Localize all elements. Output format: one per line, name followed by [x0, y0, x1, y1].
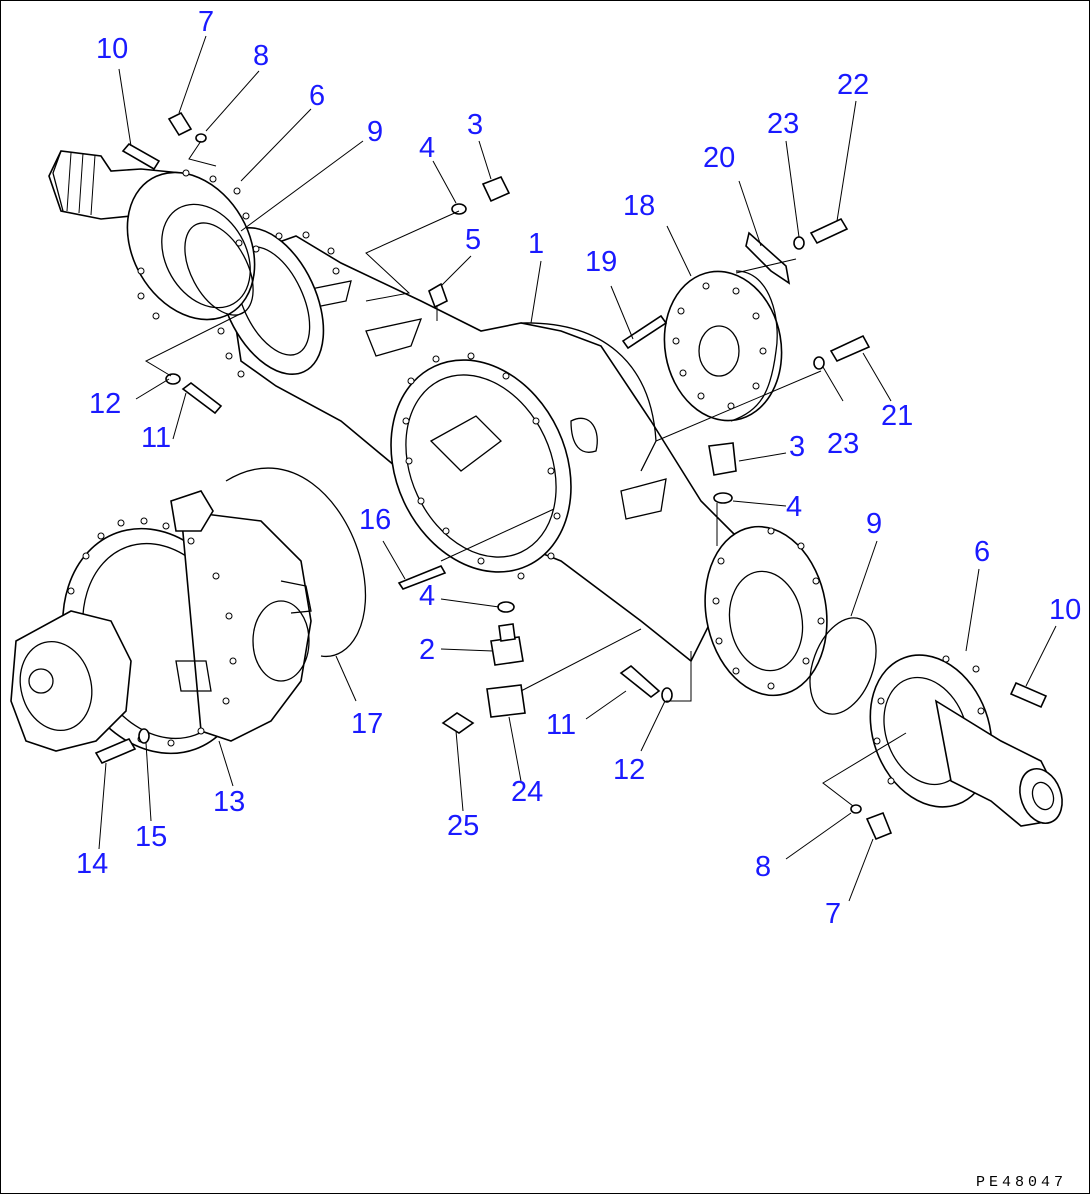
right-o-ring — [809, 617, 877, 715]
callout-5: 5 — [465, 224, 481, 256]
callout-10: 10 — [96, 33, 128, 65]
callout-10b: 10 — [1049, 594, 1081, 626]
flange-cover — [663, 270, 783, 422]
callout-12b: 12 — [613, 754, 645, 786]
small-parts — [94, 111, 1048, 841]
callout-2: 2 — [419, 634, 435, 666]
callout-23b: 23 — [827, 428, 859, 460]
callout-7b: 7 — [825, 898, 841, 930]
callout-1: 1 — [528, 228, 544, 260]
callout-8b: 8 — [755, 851, 771, 883]
right-spindle-hub — [869, 654, 1063, 827]
callout-12: 12 — [89, 388, 121, 420]
callout-17: 15 — [135, 821, 167, 853]
callout-11: 11 — [141, 422, 171, 454]
callout-7: 7 — [198, 6, 214, 38]
callout-14: 16 — [359, 504, 391, 536]
callout-19: 19 — [585, 246, 617, 278]
callout-25: 25 — [447, 810, 479, 842]
callout-23: 23 — [767, 108, 799, 140]
callout-16: 14 — [76, 848, 108, 880]
callout-15: 17 — [351, 708, 383, 740]
callout-21: 21 — [881, 400, 913, 432]
callout-9b: 9 — [866, 508, 882, 540]
callout-13: 13 — [213, 786, 245, 818]
callout-3: 3 — [467, 109, 483, 141]
callout-4b: 4 — [786, 491, 802, 523]
left-spindle-hub — [48, 150, 256, 321]
gasket — [225, 467, 366, 657]
axle-housing — [217, 226, 828, 697]
callout-8: 8 — [253, 40, 269, 72]
drawing-code: PE48047 — [975, 1174, 1067, 1191]
callout-4: 4 — [419, 132, 435, 164]
callout-6: 6 — [309, 80, 325, 112]
callout-6b: 6 — [974, 536, 990, 568]
leader-lines — [98, 35, 1057, 902]
callout-4c: 4 — [419, 580, 435, 612]
callout-3b: 3 — [789, 431, 805, 463]
callout-24: 24 — [511, 776, 543, 808]
differential-assembly — [10, 490, 312, 755]
callout-20: 20 — [703, 142, 735, 174]
callout-labels: 10 7 8 6 9 4 3 5 1 19 18 20 23 22 12 11 … — [76, 6, 1081, 930]
callout-22: 22 — [837, 69, 869, 101]
callout-11b: 11 — [546, 709, 576, 741]
callout-9: 9 — [367, 116, 383, 148]
callout-18: 18 — [623, 190, 655, 222]
